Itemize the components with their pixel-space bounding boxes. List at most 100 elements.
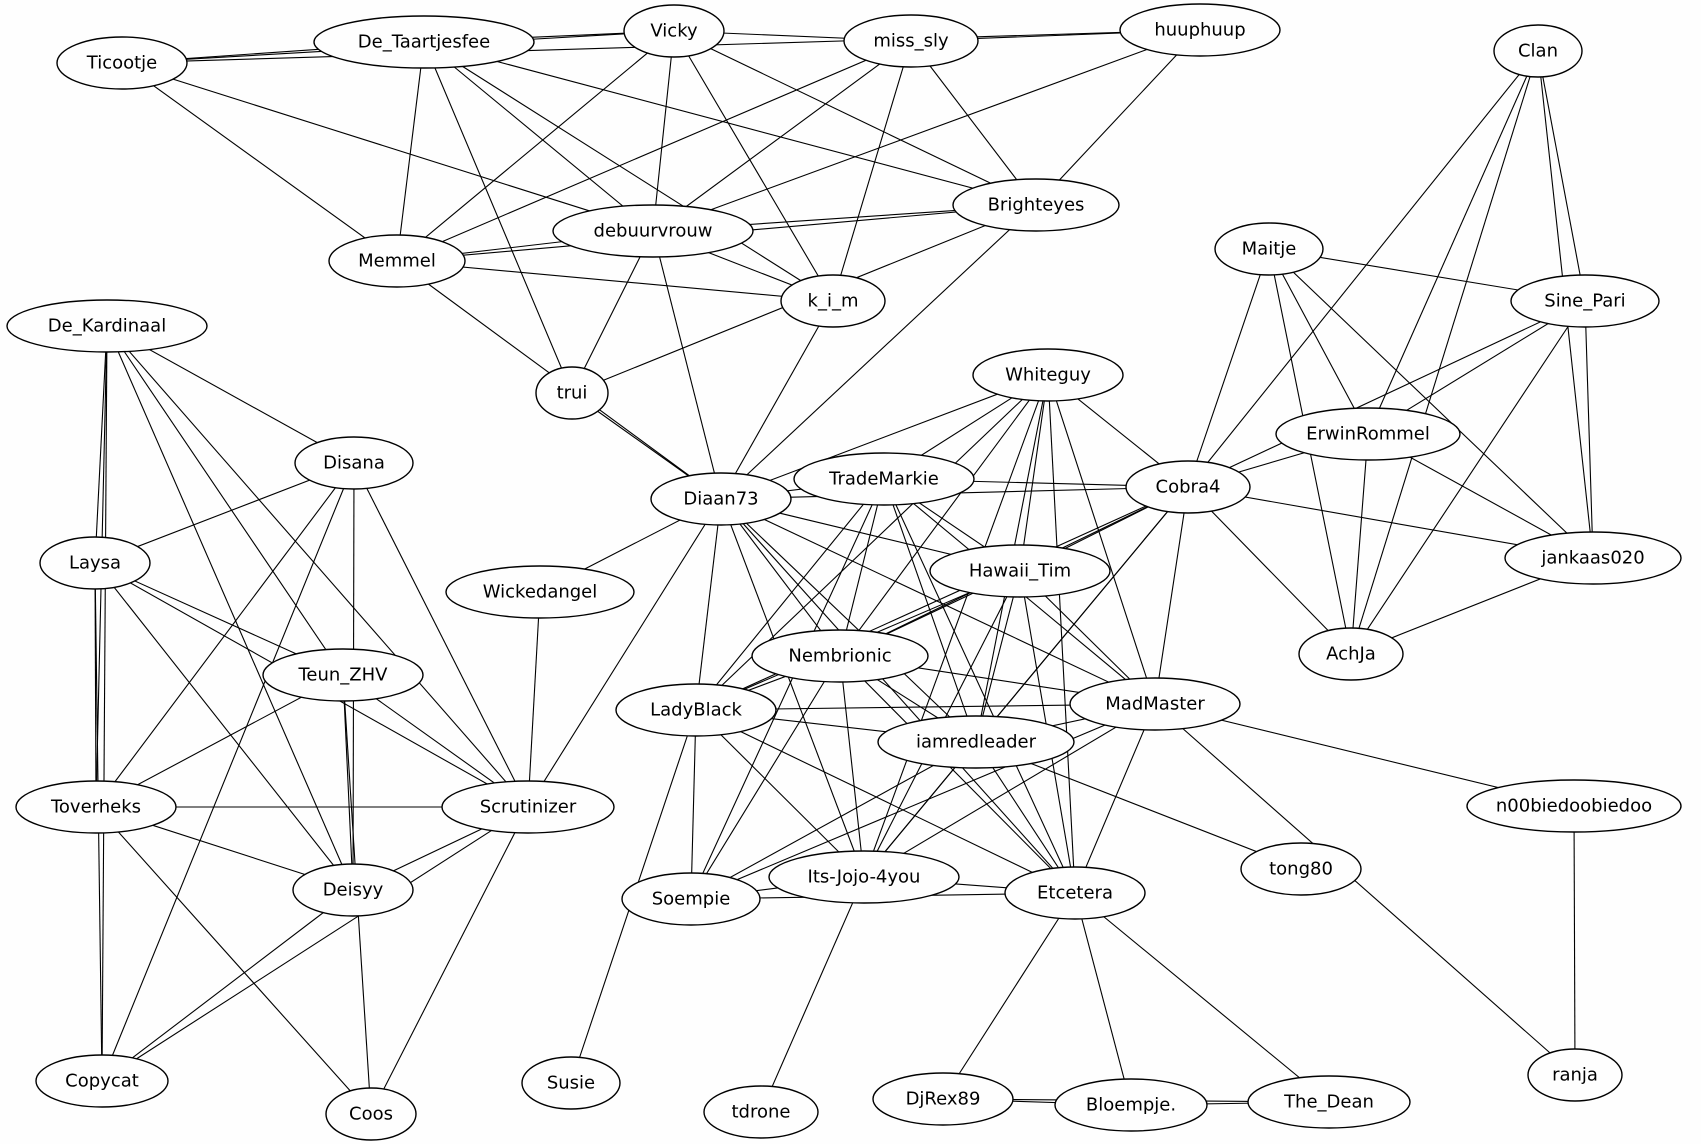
edge-its-jojo-4you-tdrone — [760, 876, 865, 1113]
edge-n00biedoobiedoo-ranja — [1573, 805, 1576, 1076]
edge-vicky-k_i_m — [673, 30, 834, 302]
node-label: TradeMarkie — [828, 469, 939, 490]
node-ellipse — [952, 178, 1120, 232]
edge-huuphuup-debuurvrouw — [652, 29, 1201, 232]
node-ellipse — [521, 1056, 621, 1110]
node-label: ranja — [1552, 1065, 1598, 1086]
edge-brighteyes-diaan73 — [720, 204, 1037, 500]
edge-de_kardinaal-copycat — [101, 325, 108, 1082]
node-copycat: Copycat — [35, 1054, 169, 1108]
node-iamredleader: iamredleader — [877, 715, 1075, 769]
node-label: iamredleader — [916, 732, 1037, 753]
node-ellipse — [615, 683, 777, 737]
edge-debuurvrouw-trui — [571, 230, 654, 394]
edge-whiteguy-its-jojo-4you — [863, 374, 1049, 878]
edge-de_kardinaal-laysa — [94, 325, 108, 564]
edge-hawaii_tim-iamredleader — [975, 570, 1021, 743]
edge-trademarkie-soempie — [690, 478, 885, 900]
node-ellipse — [793, 452, 975, 506]
node-ellipse — [780, 274, 886, 328]
edge-vicky-brighteyes — [673, 30, 1037, 206]
edge-nembrionic-soempie — [690, 655, 841, 900]
node-label: Scrutinizer — [480, 797, 577, 818]
edge-etcetera-the_dean — [1074, 892, 1330, 1103]
node-ellipse — [441, 780, 615, 834]
node-ladyblack: LadyBlack — [615, 683, 777, 737]
edge-trademarkie-ladyblack — [695, 478, 885, 711]
edge-erwinrommel-achja — [1350, 433, 1369, 655]
node-n00biedoobiedoo: n00biedoobiedoo — [1466, 779, 1682, 833]
node-label: ErwinRommel — [1306, 424, 1430, 445]
edge-k_i_m-diaan73 — [720, 300, 834, 500]
node-label: Brighteyes — [988, 195, 1085, 216]
edge-teun_zhv-deisyy — [342, 674, 354, 891]
node-k_i_m: k_i_m — [780, 274, 886, 328]
node-ellipse — [1214, 222, 1324, 276]
edge-sine_pari-jankaas020 — [1584, 300, 1594, 559]
edge-scrutinizer-coos — [370, 806, 529, 1115]
node-ellipse — [445, 565, 635, 619]
node-cobra4: Cobra4 — [1125, 460, 1251, 514]
node-label: Clan — [1518, 41, 1558, 62]
node-sine_pari: Sine_Pari — [1510, 274, 1660, 328]
node-label: Soempie — [652, 889, 731, 910]
node-label: Coos — [349, 1104, 393, 1125]
node-ellipse — [328, 234, 466, 288]
node-ellipse — [292, 863, 414, 917]
edge-cobra4-ladyblack — [695, 486, 1189, 711]
edge-madmaster-its-jojo-4you — [863, 703, 1156, 878]
node-label: Vicky — [650, 21, 698, 42]
node-label: Diaan73 — [683, 489, 758, 510]
edge-whiteguy-nembrionic — [839, 374, 1049, 657]
edge-nembrionic-etcetera — [839, 655, 1076, 894]
edge-huuphuup-brighteyes — [1035, 29, 1201, 206]
edge-diaan73-its-jojo-4you — [720, 498, 865, 878]
edge-whiteguy-hawaii_tim — [1019, 374, 1049, 572]
node-ellipse — [1510, 274, 1660, 328]
edge-ticootje-memmel — [121, 62, 398, 262]
edge-de_kardinaal-scrutinizer — [106, 325, 529, 808]
edge-clan-erwinrommel — [1367, 50, 1539, 435]
edge-vicky-memmel — [396, 30, 675, 262]
node-ellipse — [751, 629, 929, 683]
edge-ladyblack-soempie — [690, 709, 697, 900]
node-etcetera: Etcetera — [1004, 866, 1146, 920]
node-ellipse — [872, 1072, 1014, 1126]
node-label: huuphuup — [1154, 20, 1245, 41]
node-label: Maitje — [1242, 239, 1297, 260]
node-de_taartjesfee: De_Taartjesfee — [313, 15, 535, 69]
node-ellipse — [1493, 24, 1583, 78]
node-hawaii_tim: Hawaii_Tim — [929, 544, 1111, 598]
node-ellipse — [6, 299, 208, 353]
node-trademarkie: TradeMarkie — [793, 452, 975, 506]
edge-miss_sly-brighteyes — [910, 40, 1037, 206]
node-label: De_Kardinaal — [48, 316, 166, 337]
node-label: The_Dean — [1283, 1092, 1374, 1113]
edge-scrutinizer-diaan73 — [527, 498, 722, 808]
node-ellipse — [621, 872, 761, 926]
edge-toverheks-coos — [95, 806, 372, 1115]
edge-disana-scrutinizer — [353, 462, 529, 808]
edge-wickedangel-scrutinizer — [527, 591, 541, 808]
node-ellipse — [1504, 531, 1682, 585]
edge-de_taartjesfee-k_i_m — [423, 41, 834, 302]
node-clan: Clan — [1493, 24, 1583, 78]
node-ellipse — [1247, 1075, 1411, 1129]
node-label: Ticootje — [86, 53, 158, 74]
node-ellipse — [1466, 779, 1682, 833]
node-ellipse — [843, 14, 979, 68]
node-nembrionic: Nembrionic — [751, 629, 929, 683]
node-erwinrommel: ErwinRommel — [1275, 407, 1461, 461]
edge-ladyblack-its-jojo-4you — [695, 709, 865, 878]
node-whiteguy: Whiteguy — [972, 348, 1124, 402]
node-ellipse — [703, 1085, 819, 1139]
node-ellipse — [15, 780, 177, 834]
edge-whiteguy-diaan73 — [720, 374, 1049, 500]
edge-etcetera-djrex89 — [942, 892, 1076, 1100]
node-ellipse — [972, 348, 1124, 402]
node-label: n00biedoobiedoo — [1496, 796, 1652, 817]
node-ellipse — [1275, 407, 1461, 461]
node-label: Deisyy — [323, 880, 384, 901]
edge-diaan73-nembrionic — [720, 498, 841, 657]
edge-ladyblack-etcetera — [695, 709, 1076, 894]
